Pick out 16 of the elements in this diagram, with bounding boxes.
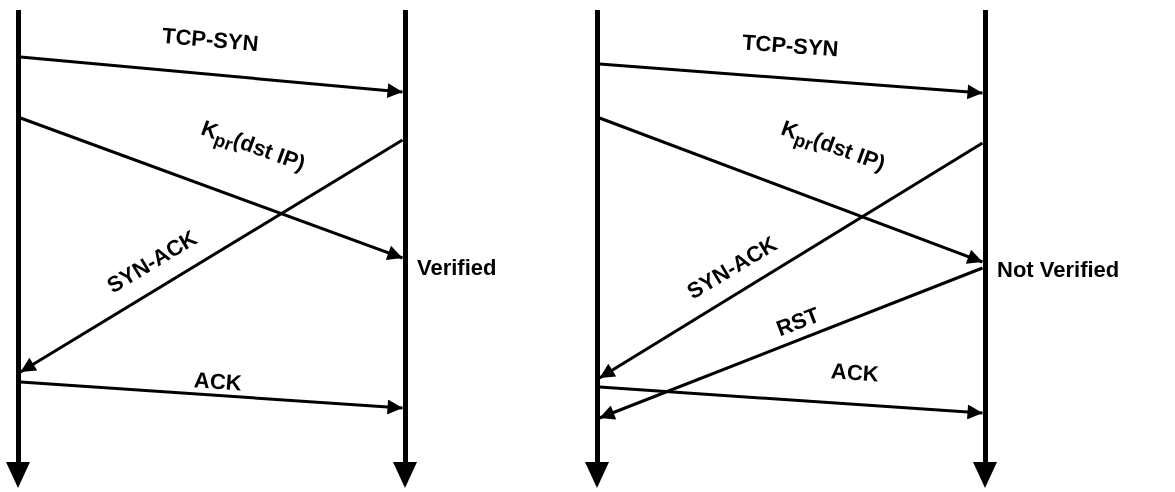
edge-label: ACK <box>193 369 243 395</box>
edge-label: TCP-SYN <box>160 24 259 56</box>
message-arrow <box>19 138 404 374</box>
message-arrow <box>598 116 984 264</box>
edge-label: ACK <box>830 360 880 386</box>
message-arrow <box>599 62 983 100</box>
message-arrow <box>20 116 403 260</box>
status-label: Not Verified <box>997 259 1120 281</box>
message-arrow <box>598 141 984 380</box>
edge-label: TCP-SYN <box>740 31 839 61</box>
status-label: Verified <box>417 257 497 279</box>
edge-label: RST <box>773 303 823 341</box>
message-arrow <box>20 380 403 415</box>
message-arrow <box>20 55 403 99</box>
message-arrow <box>599 385 983 420</box>
message-arrow <box>598 266 984 420</box>
